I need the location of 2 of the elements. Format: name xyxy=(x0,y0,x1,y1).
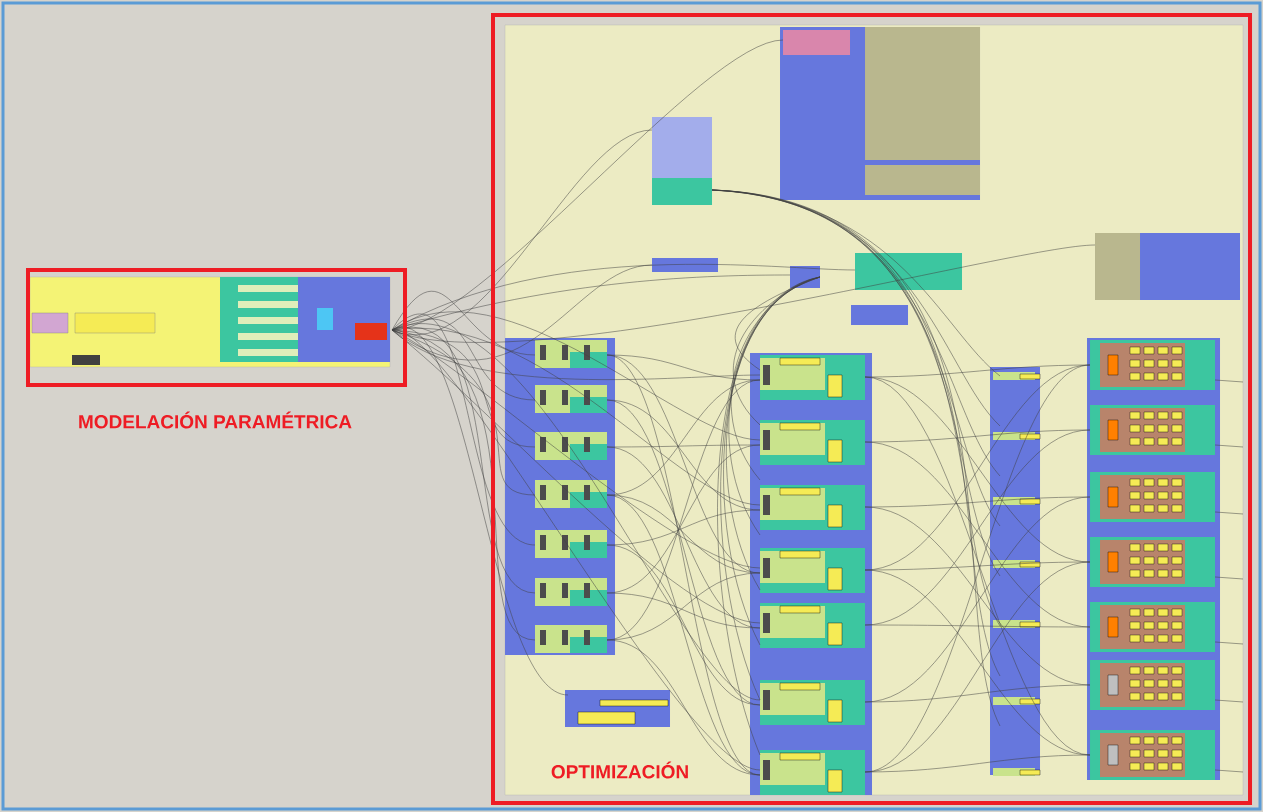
section-heading: MODELACIÓN PARAMÉTRICA xyxy=(79,411,352,429)
section-heading: OPTIMIZACIÓN xyxy=(551,761,688,779)
